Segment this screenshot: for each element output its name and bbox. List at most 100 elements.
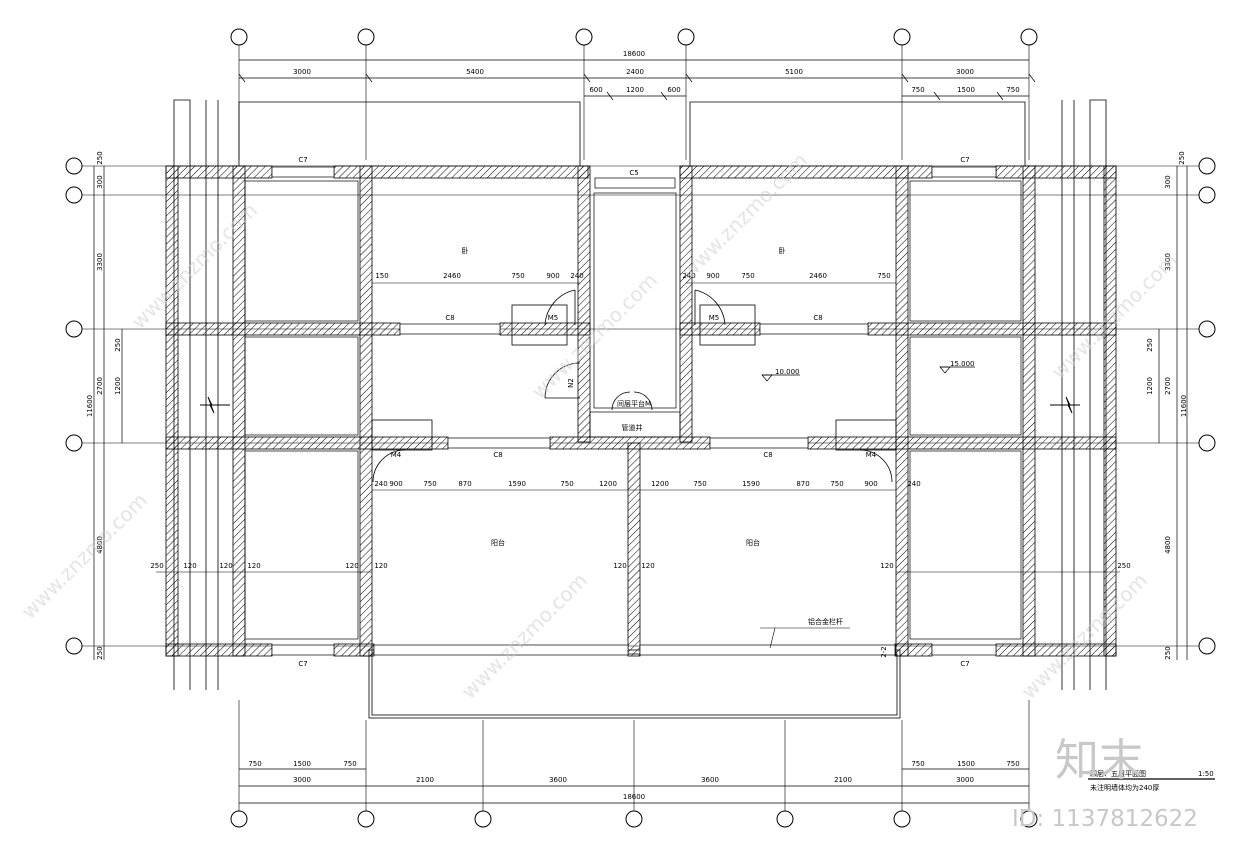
- ld-8: 250: [96, 646, 104, 659]
- door-tag: M5: [709, 314, 720, 322]
- brand-logo-text: 知末: [1055, 735, 1143, 786]
- stair-label: 间层平台M: [617, 399, 651, 408]
- ilr-1: 1200: [651, 480, 669, 488]
- stair-dim-2: 1200: [626, 86, 644, 94]
- side-dimension-lines: [93, 166, 1188, 660]
- room-outlines: [244, 180, 1022, 640]
- axis-bubbles: [65, 28, 1216, 828]
- wd-5: 120: [345, 562, 358, 570]
- left-depth-texts: 250 300 3300 250 1200 2700 11600 4800 25…: [86, 151, 122, 659]
- top-dim-2: 5400: [466, 68, 484, 76]
- room-label: 卧: [462, 247, 469, 255]
- rd-4: 250: [1146, 338, 1154, 351]
- iul-4: 900: [546, 272, 559, 280]
- rd-8: 250: [1164, 646, 1172, 659]
- top-dimension-texts: 18600 3000 5400 2400 5100 3000 600 1200 …: [293, 50, 1020, 94]
- ill-7: 1200: [599, 480, 617, 488]
- interior-dims-upper-right: 240 900 750 2460 750: [682, 272, 890, 280]
- interior-dims-upper-left: 150 2460 750 900 240: [375, 272, 583, 280]
- iur-2: 900: [706, 272, 719, 280]
- wd-6: 120: [374, 562, 387, 570]
- level-triangles: [761, 366, 975, 382]
- window-tag: C7: [298, 660, 307, 668]
- ilr-3: 1590: [742, 480, 760, 488]
- window-tag: C7: [960, 156, 969, 164]
- title-block: 四层、五层平面图 1:50 未注明墙体均为240厚: [1088, 770, 1215, 792]
- rd-5: 1200: [1146, 377, 1154, 395]
- window-tag: C5: [629, 169, 638, 177]
- tr-window-dim-3: 750: [1006, 86, 1019, 94]
- brand-id-text: ID: 1137812622: [1012, 806, 1198, 832]
- br-window-dim-3: 750: [1006, 760, 1019, 768]
- bottom-dim-3: 3600: [549, 776, 567, 784]
- ilr-7: 240: [907, 480, 920, 488]
- walls: [165, 165, 1117, 657]
- right-depth-texts: 250 300 3300 250 1200 2700 11600 4800 25…: [1146, 151, 1188, 659]
- bottom-dim-1: 3000: [293, 776, 311, 784]
- iur-3: 750: [741, 272, 754, 280]
- window-tag: C8: [813, 314, 822, 322]
- bottom-dimension-texts: 750 1500 750 750 1500 750 3000 2100 3600…: [248, 760, 1019, 801]
- doors: [371, 289, 897, 483]
- top-dim-3: 2400: [626, 68, 644, 76]
- bottom-dim-5: 2100: [834, 776, 852, 784]
- wd-3: 120: [219, 562, 232, 570]
- interior-dims-lower-left: 240 900 750 870 1590 750 1200: [374, 480, 617, 488]
- iul-1: 150: [375, 272, 388, 280]
- bottom-dimension-lines: [239, 768, 1029, 804]
- ld-7: 4800: [96, 536, 104, 554]
- drawing-title: 四层、五层平面图: [1090, 770, 1146, 778]
- door-tag: N2: [567, 378, 575, 388]
- stair-dim-1: 600: [589, 86, 602, 94]
- iur-5: 750: [877, 272, 890, 280]
- iur-1: 240: [682, 272, 695, 280]
- rd-7: 4800: [1164, 536, 1172, 554]
- break-marks: [200, 396, 1080, 414]
- bottom-dim-4: 3600: [701, 776, 719, 784]
- wd-7: 120: [613, 562, 626, 570]
- door-tag: M4: [391, 451, 402, 459]
- bl-window-dim-1: 750: [248, 760, 261, 768]
- level-mark-right: 15.000: [950, 360, 975, 368]
- level-mark-left: 10.000: [775, 368, 800, 376]
- ill-4: 870: [458, 480, 471, 488]
- bl-window-dim-2: 1500: [293, 760, 311, 768]
- interior-dims-lower-right: 1200 750 1590 870 750 900 240: [651, 480, 921, 488]
- ld-5: 1200: [114, 377, 122, 395]
- wd-8: 120: [641, 562, 654, 570]
- room-label: 阳台: [491, 538, 505, 547]
- wd-2: 120: [183, 562, 196, 570]
- room-labels: 卧 卧 阳台 阳台 间层平台M 管道井 10.000 15.000 铝合金栏杆 …: [462, 247, 975, 658]
- rd-6: 2700: [1164, 377, 1172, 395]
- section-mark: 2-2: [880, 646, 888, 657]
- railing-label: 铝合金栏杆: [808, 617, 843, 626]
- bottom-dim-2: 2100: [416, 776, 434, 784]
- overall-depth-right: 11600: [1180, 395, 1188, 417]
- wd-1: 250: [150, 562, 163, 570]
- watermark-text: www.znzmo.com: [1017, 568, 1153, 704]
- room-label: 阳台: [746, 538, 760, 547]
- iul-3: 750: [511, 272, 524, 280]
- overall-width-bottom: 18600: [623, 793, 645, 801]
- window-tag: C8: [493, 451, 502, 459]
- bl-window-dim-3: 750: [343, 760, 356, 768]
- br-window-dim-1: 750: [911, 760, 924, 768]
- iul-2: 2460: [443, 272, 461, 280]
- top-dimension-lines: [238, 59, 1036, 101]
- tr-window-dim-1: 750: [911, 86, 924, 94]
- ill-6: 750: [560, 480, 573, 488]
- top-dim-1: 3000: [293, 68, 311, 76]
- wd-9: 120: [880, 562, 893, 570]
- wall-thickness-dims: 250 120 120 120 120 120 120 120 120 250: [150, 562, 1130, 570]
- windows: [271, 166, 997, 656]
- rd-2: 300: [1164, 175, 1172, 188]
- overall-depth-left: 11600: [86, 395, 94, 417]
- br-window-dim-2: 1500: [957, 760, 975, 768]
- room-label: 卧: [779, 247, 786, 255]
- stair-dim-3: 600: [667, 86, 680, 94]
- ilr-2: 750: [693, 480, 706, 488]
- top-dim-4: 5100: [785, 68, 803, 76]
- brand-logo: 知末 ID: 1137812622: [1012, 735, 1198, 832]
- ilr-5: 750: [830, 480, 843, 488]
- watermarks: www.znzmo.com www.znzmo.com www.znzmo.co…: [17, 148, 1183, 704]
